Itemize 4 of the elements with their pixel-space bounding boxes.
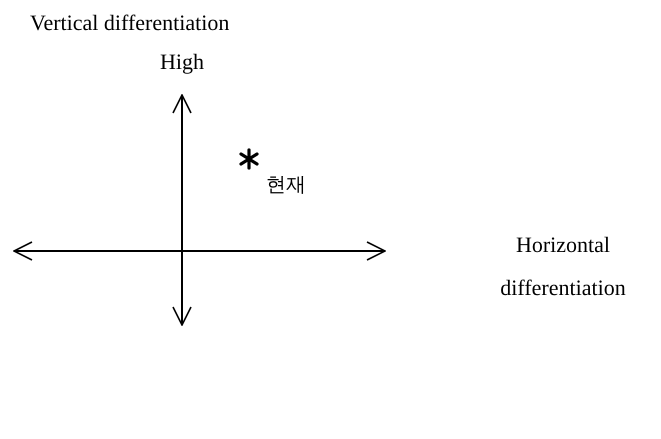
point-label: 현재 — [266, 173, 306, 198]
axis-title: Vertical differentiation — [30, 9, 230, 37]
axis-end-label: High — [160, 48, 204, 76]
axis-title: Horizontal differentiation — [499, 231, 627, 302]
